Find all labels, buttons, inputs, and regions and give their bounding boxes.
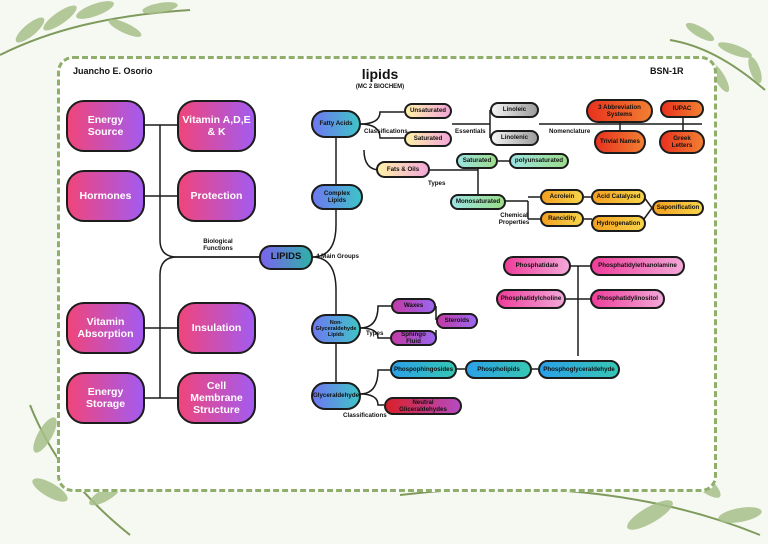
fatty-essentials-label: Essentials (455, 128, 486, 135)
main-groups-label: 4 Main Groups (316, 253, 359, 260)
complex-acrolein: Acrolein (540, 189, 584, 205)
fatty-linoleic: Linoleic (490, 102, 539, 118)
complex-acid-catalyzed: Acid Catalyzed (591, 189, 646, 205)
complex-polyunsaturated: polyunsaturated (509, 153, 569, 169)
complex-rancidity: Rancidity (540, 211, 584, 227)
gly-classifications-label: Classifications (343, 412, 387, 419)
gly-phosphatidylcholine: Phosphatidylcholine (496, 289, 566, 309)
group-fatty-acids: Fatty Acids (311, 110, 361, 138)
fatty-classifications-label: Classifications (364, 128, 408, 135)
nongly-sphingo-fluid: Sphingo Fluid (390, 330, 437, 346)
complex-types-label: Types (428, 180, 446, 187)
lipids-center-node: LIPIDS (259, 245, 313, 270)
function-vitamin-absorption: Vitamin Absorption (66, 302, 145, 354)
gly-phosphatidylethanolamine: Phosphatidylethanolamine (590, 256, 685, 276)
page-title: lipids (361, 66, 399, 82)
group-complex-lipids: Complex Lipids (311, 184, 363, 210)
nongly-types-label: Types (366, 330, 384, 337)
function-vitamins: Vitamin A,D,E & K (177, 100, 256, 152)
section-code: BSN-1R (650, 66, 684, 76)
gly-neutral-glyceraldehydes: Neutral Gliceraldehydes (384, 397, 462, 415)
fatty-iupac: IUPAC (660, 100, 704, 118)
fatty-saturated: Saturated (404, 131, 452, 147)
fatty-trivial-names: Trivial Names (594, 130, 646, 154)
complex-hydrogenation: Hydrogenation (591, 215, 646, 232)
function-energy-storage: Energy Storage (66, 372, 145, 424)
function-insulation: Insulation (177, 302, 256, 354)
fatty-unsaturated: Unsaturated (404, 103, 452, 119)
author-name: Juancho E. Osorio (73, 66, 153, 76)
gly-phosphatidylinositol: Phosphatidylinositol (590, 289, 665, 309)
group-glyceraldehyde: Glyceraldehyde (311, 382, 361, 410)
biological-functions-label: Biological Functions (203, 238, 233, 253)
gly-phospholipids: Phospholipids (465, 360, 532, 379)
function-hormones: Hormones (66, 170, 145, 222)
nongly-steroids: Steroids (436, 313, 478, 329)
complex-chemical-properties-label: Chemical Properties (498, 212, 530, 227)
fatty-nomenclature-label: Nomenclature (549, 128, 591, 135)
page-subtitle: (MC 2 BIOCHEM) (355, 84, 405, 90)
gly-phosphoglyceraldehyde: Phosphoglyceraldehyde (538, 360, 620, 379)
gly-phosphophingosides: Phospophingosides (390, 360, 457, 379)
fatty-linolenic: Linolenic (490, 130, 539, 146)
nongly-waxes: Waxes (391, 298, 436, 314)
group-non-glyceraldehyde: Non-Glyceraldehyde Lipids (311, 314, 361, 344)
function-cell-membrane: Cell Membrane Structure (177, 372, 256, 424)
gly-phosphatidate: Phosphatidate (503, 256, 571, 276)
function-protection: Protection (177, 170, 256, 222)
function-energy-source: Energy Source (66, 100, 145, 152)
fatty-abbreviation-systems: 3 Abbreviation Systems (586, 99, 653, 123)
complex-saponification: Saponification (652, 200, 704, 216)
leaf-branch-top-left (0, 1, 191, 56)
fatty-greek-letters: Greek Letters (659, 130, 705, 154)
complex-fats-oils: Fats & Oils (376, 161, 430, 178)
complex-monosaturated: Monosaturated (450, 194, 506, 210)
complex-saturated: Saturated (456, 153, 498, 169)
